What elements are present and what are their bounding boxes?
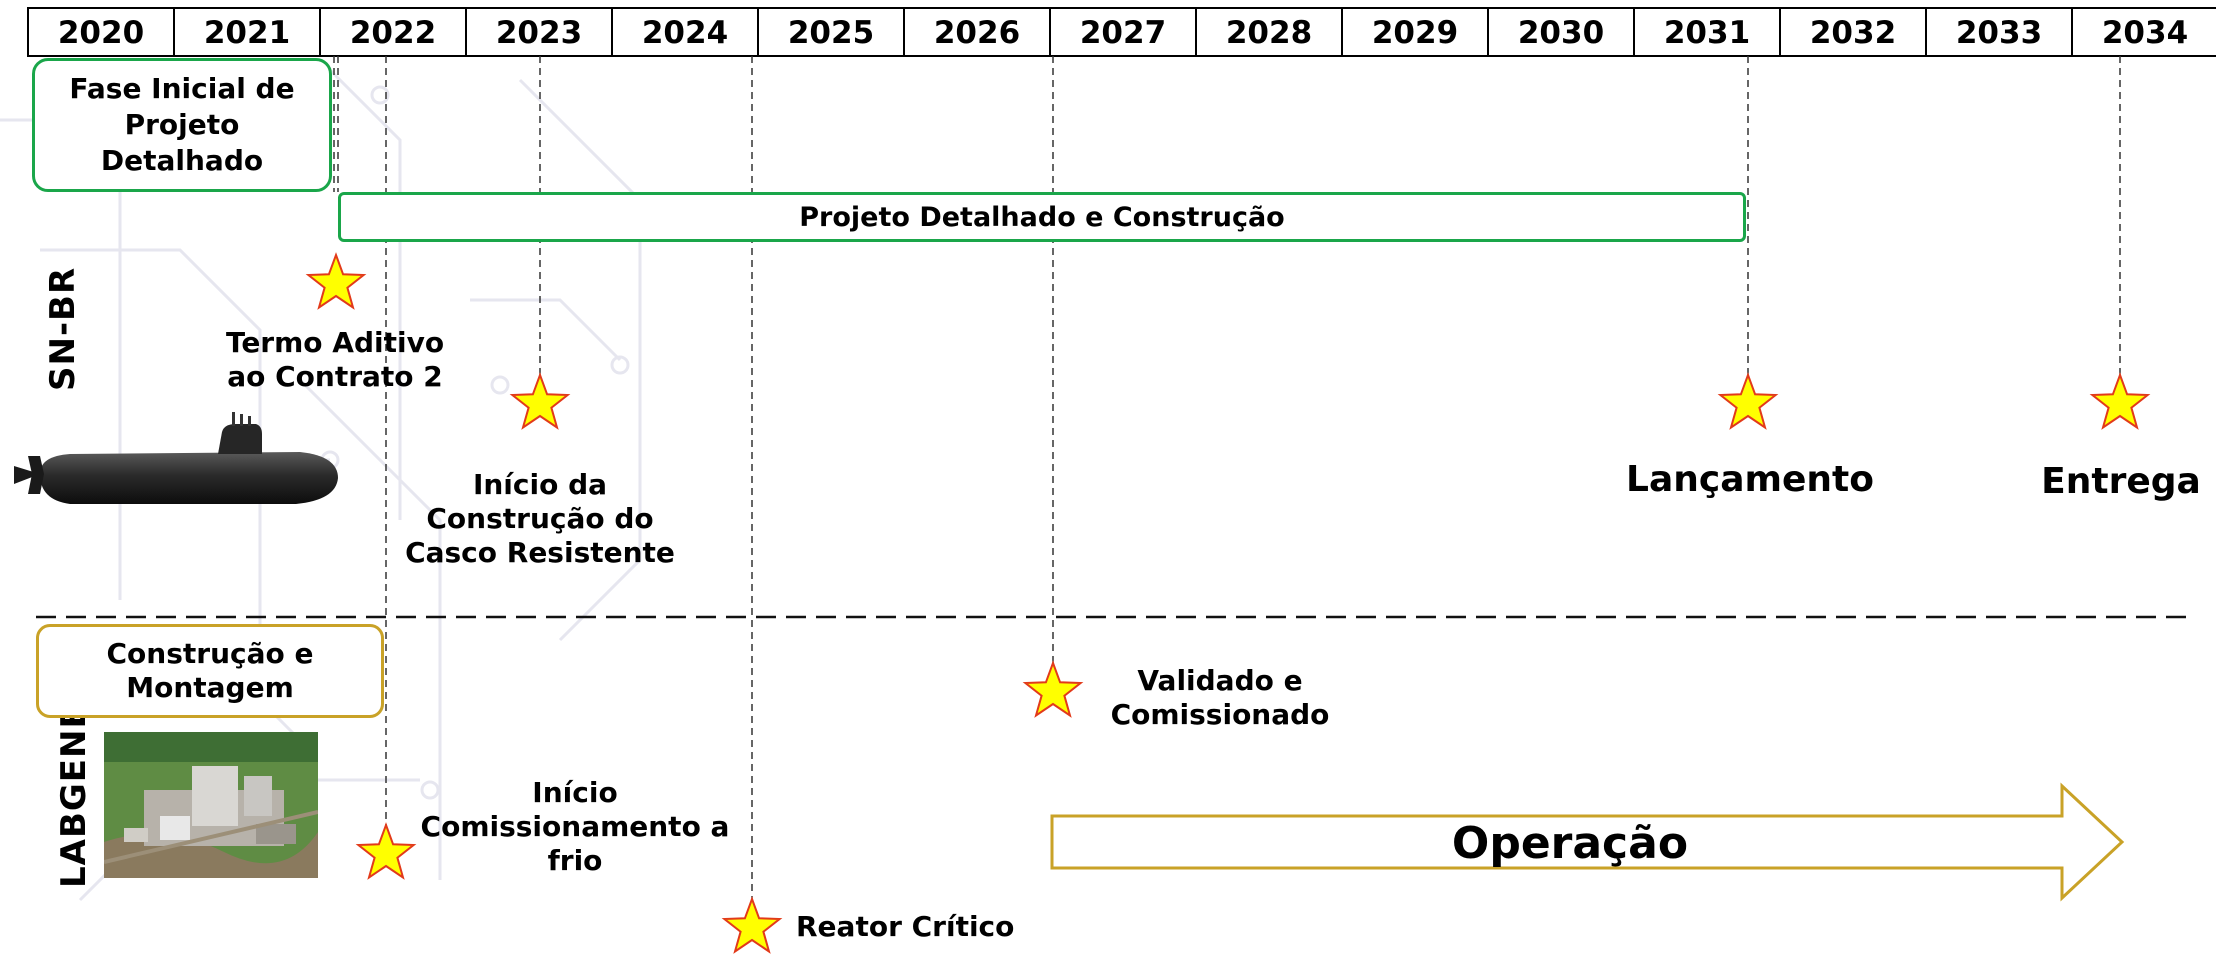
phase-projeto-construcao-box: Projeto Detalhado e Construção — [338, 192, 1746, 242]
year-cell-2027 — [1049, 7, 1197, 57]
year-label-2033: 2033 — [1956, 15, 2042, 51]
section-label-labgene: LABGENE — [54, 704, 94, 888]
star-icon-validado — [1022, 660, 1084, 718]
year-label-2027: 2027 — [1080, 15, 1166, 51]
year-label-2024: 2024 — [642, 15, 728, 51]
year-label-2021: 2021 — [204, 15, 290, 51]
phase-fase-inicial-box: Fase Inicial de Projeto Detalhado — [32, 58, 332, 192]
phase-fase-inicial-label: Fase Inicial de Projeto Detalhado — [69, 72, 295, 177]
year-label-2029: 2029 — [1372, 15, 1458, 51]
submarine-image — [14, 412, 338, 504]
phase-construcao-montagem-box: Construção e Montagem — [36, 624, 384, 718]
year-label-2028: 2028 — [1226, 15, 1312, 51]
facility-photo — [104, 732, 318, 878]
milestone-termo-aditivo-label: Termo Aditivo ao Contrato 2 — [225, 326, 445, 393]
year-cell-2028 — [1195, 7, 1343, 57]
milestone-entrega-label: Entrega — [2041, 461, 2201, 502]
star-icon-termo-aditivo — [305, 252, 367, 310]
year-label-2034: 2034 — [2102, 15, 2188, 51]
star-icon-inicio-construcao — [509, 372, 571, 430]
year-cell-2033 — [1925, 7, 2073, 57]
year-label-2025: 2025 — [788, 15, 874, 51]
milestone-inicio-construcao-label: Início da Construção do Casco Resistente — [405, 468, 675, 569]
year-cell-2023 — [465, 7, 613, 57]
year-cell-2026 — [903, 7, 1051, 57]
milestone-reator-critico-label: Reator Crítico — [796, 910, 1015, 943]
phase-construcao-montagem-label: Construção e Montagem — [106, 637, 314, 704]
milestone-lancamento-label: Lançamento — [1626, 459, 1874, 500]
year-label-2030: 2030 — [1518, 15, 1604, 51]
year-cell-2031 — [1633, 7, 1781, 57]
star-icon-entrega — [2089, 372, 2151, 430]
year-cell-2025 — [757, 7, 905, 57]
star-icon-inicio-comissionamento — [355, 822, 417, 880]
year-label-2020: 2020 — [58, 15, 144, 51]
milestone-validado-label: Validado e Comissionado — [1110, 664, 1330, 731]
year-label-2032: 2032 — [1810, 15, 1896, 51]
phase-operacao-label: Operação — [1451, 818, 1689, 869]
star-icon-lancamento — [1717, 372, 1779, 430]
year-cell-2032 — [1779, 7, 1927, 57]
year-cell-2024 — [611, 7, 759, 57]
year-cell-2034 — [2071, 7, 2216, 57]
milestone-inicio-comissionamento-label: Início Comissionamento a frio — [420, 776, 730, 877]
year-cell-2029 — [1341, 7, 1489, 57]
phase-projeto-construcao-label: Projeto Detalhado e Construção — [799, 201, 1285, 233]
operation-arrow — [1050, 782, 2125, 902]
star-icon-reator-critico — [721, 896, 783, 954]
section-label-sn-br: SN-BR — [43, 266, 83, 391]
year-label-2031: 2031 — [1664, 15, 1750, 51]
year-label-2026: 2026 — [934, 15, 1020, 51]
year-cell-2030 — [1487, 7, 1635, 57]
year-label-2023: 2023 — [496, 15, 582, 51]
year-cell-2021 — [173, 7, 321, 57]
year-label-2022: 2022 — [350, 15, 436, 51]
